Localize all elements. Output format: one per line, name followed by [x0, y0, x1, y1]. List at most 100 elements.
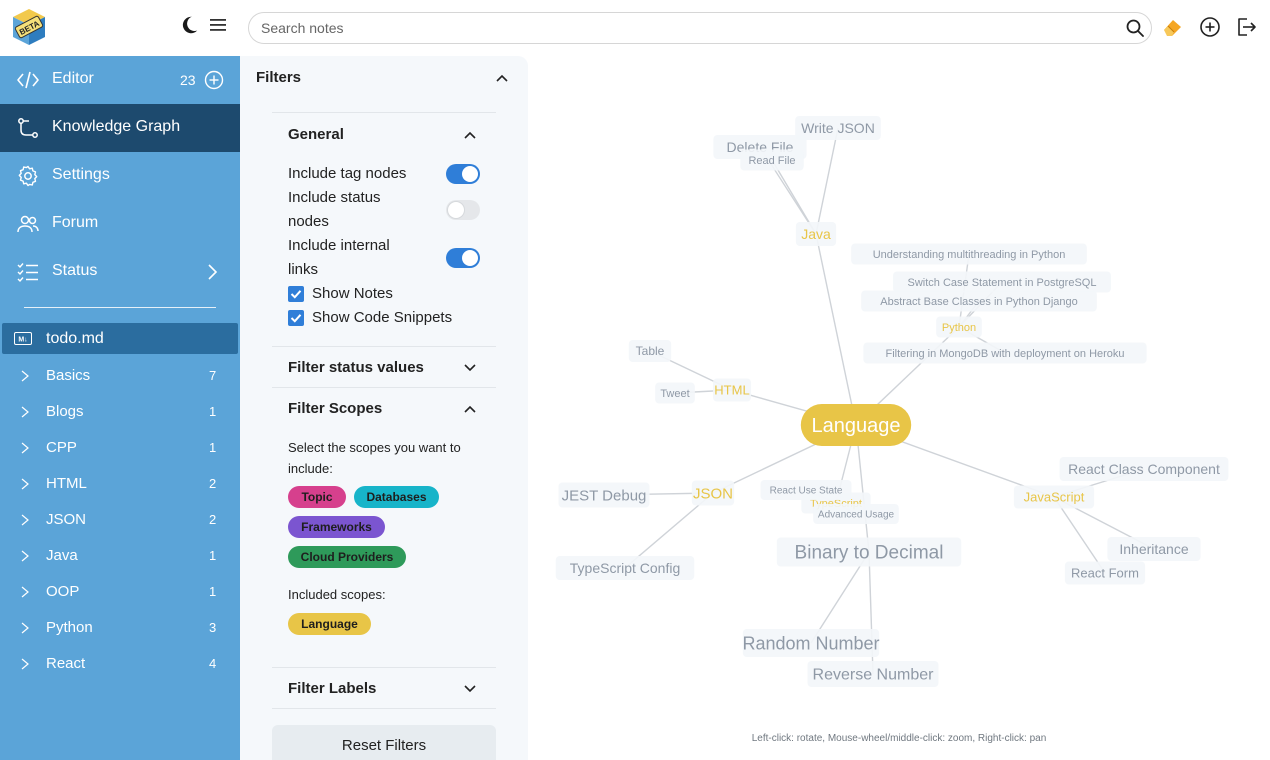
chevron-up-icon[interactable]: [495, 71, 509, 85]
graph-node[interactable]: Understanding multithreading in Python: [851, 243, 1087, 265]
graph-node[interactable]: React Form: [1064, 561, 1146, 585]
section-divider: [272, 708, 496, 709]
graph-node[interactable]: React Use State: [760, 480, 852, 500]
include-tag-nodes-toggle[interactable]: [446, 164, 480, 184]
graph-node-label: JEST Debug: [562, 487, 647, 504]
graph-node[interactable]: TypeScript Config: [555, 556, 695, 580]
moon-icon[interactable]: [178, 14, 200, 36]
scope-pill-frameworks[interactable]: Frameworks: [288, 516, 385, 538]
graph-node-bg: [795, 222, 837, 246]
eraser-icon[interactable]: [1160, 15, 1184, 39]
graph-node[interactable]: Tweet: [655, 382, 695, 404]
folder-label: Java: [46, 547, 78, 564]
folder-item-basics[interactable]: Basics 7: [0, 358, 240, 394]
folder-item-python[interactable]: Python 3: [0, 610, 240, 646]
show-notes-checkbox[interactable]: [288, 286, 304, 302]
graph-node-bg: [807, 661, 939, 687]
show-code-snippets-checkbox[interactable]: [288, 310, 304, 326]
graph-node-bg: [936, 316, 982, 338]
sidebar-item-status[interactable]: Status: [0, 248, 240, 296]
app-logo[interactable]: BETA: [10, 7, 48, 47]
graph-node[interactable]: Advanced Usage: [813, 504, 899, 524]
folder-item-json[interactable]: JSON 2: [0, 502, 240, 538]
graph-node[interactable]: React Class Component: [1059, 457, 1229, 481]
add-circle-icon[interactable]: [1198, 15, 1222, 39]
search-icon[interactable]: [1125, 18, 1145, 38]
graph-node[interactable]: Table: [628, 340, 672, 362]
include-internal-links-label: Include internal: [288, 237, 390, 254]
folder-item-html[interactable]: HTML 2: [0, 466, 240, 502]
general-section-title[interactable]: General: [288, 126, 344, 143]
chevron-right-icon[interactable]: [206, 263, 220, 281]
graph-node-bg: [655, 382, 695, 404]
filter-status-values-title[interactable]: Filter status values: [288, 359, 424, 376]
include-internal-links-toggle[interactable]: [446, 248, 480, 268]
filter-scopes-title[interactable]: Filter Scopes: [288, 400, 383, 417]
file-item-todo[interactable]: M↓ todo.md: [2, 323, 238, 354]
scope-pill-databases[interactable]: Databases: [354, 486, 439, 508]
graph-node-label: HTML: [714, 383, 749, 398]
folder-item-blogs[interactable]: Blogs 1: [0, 394, 240, 430]
graph-node-label: Python: [942, 322, 976, 334]
chevron-right-icon: [21, 514, 29, 526]
include-tag-nodes-label: Include tag nodes: [288, 165, 407, 182]
sidebar-item-knowledge-graph[interactable]: Knowledge Graph: [0, 104, 240, 152]
graph-node[interactable]: Reverse Number: [807, 661, 939, 687]
folder-item-oop[interactable]: OOP 1: [0, 574, 240, 610]
folder-label: Python: [46, 619, 93, 636]
graph-node[interactable]: Inheritance: [1107, 537, 1201, 561]
graph-node[interactable]: Read File: [740, 149, 804, 171]
chevron-up-icon[interactable]: [463, 128, 477, 142]
chevron-down-icon[interactable]: [463, 361, 477, 375]
included-scope-pill-language[interactable]: Language: [288, 613, 371, 635]
code-icon: [17, 71, 39, 89]
graph-node-bg: [558, 482, 650, 508]
graph-icon: [18, 118, 38, 138]
sidebar-item-settings[interactable]: Settings: [0, 152, 240, 200]
graph-node-label: Binary to Decimal: [795, 543, 944, 564]
graph-node[interactable]: Switch Case Statement in PostgreSQL: [893, 271, 1111, 293]
reset-filters-button[interactable]: Reset Filters: [272, 725, 496, 760]
graph-node-label: React Form: [1071, 566, 1139, 581]
graph-node[interactable]: Python: [936, 316, 982, 338]
sidebar-item-editor[interactable]: Editor 23: [0, 56, 240, 104]
folder-count: 2: [209, 512, 217, 527]
logout-icon[interactable]: [1234, 15, 1258, 39]
graph-node[interactable]: Java: [795, 222, 837, 246]
include-internal-links-label-2: links: [288, 261, 319, 278]
include-status-nodes-toggle[interactable]: [446, 200, 480, 220]
filters-title: Filters: [256, 69, 302, 86]
scope-pill-topic[interactable]: Topic: [288, 486, 346, 508]
add-note-icon[interactable]: [204, 70, 224, 90]
graph-node[interactable]: Abstract Base Classes in Python Django: [861, 290, 1097, 312]
folder-item-react[interactable]: React 4: [0, 646, 240, 682]
chevron-up-icon[interactable]: [463, 402, 477, 416]
filter-labels-title[interactable]: Filter Labels: [288, 680, 377, 697]
chevron-right-icon: [21, 658, 29, 670]
graph-node[interactable]: Random Number: [742, 629, 880, 657]
graph-node[interactable]: Language: [800, 404, 912, 446]
graph-node[interactable]: JavaScript: [1013, 485, 1095, 509]
graph-node-bg: [712, 378, 752, 402]
toggle-knob: [462, 250, 478, 266]
graph-node[interactable]: Binary to Decimal: [776, 537, 962, 567]
graph-node-label: Abstract Base Classes in Python Django: [880, 296, 1078, 308]
scope-pill-cloud-providers[interactable]: Cloud Providers: [288, 546, 406, 568]
search-input[interactable]: [261, 13, 1111, 43]
graph-node[interactable]: JSON: [691, 480, 735, 506]
hamburger-menu-icon[interactable]: [209, 16, 227, 34]
folder-item-cpp[interactable]: CPP 1: [0, 430, 240, 466]
folder-item-java[interactable]: Java 1: [0, 538, 240, 574]
graph-node[interactable]: JEST Debug: [558, 482, 650, 508]
graph-node[interactable]: Write JSON: [795, 116, 881, 140]
graph-edge: [771, 159, 817, 235]
section-divider: [272, 346, 496, 347]
graph-node-bg: [740, 149, 804, 171]
chevron-down-icon[interactable]: [463, 682, 477, 696]
graph-node[interactable]: HTML: [712, 378, 752, 402]
graph-node[interactable]: Filtering in MongoDB with deployment on …: [863, 342, 1147, 364]
sidebar-item-forum[interactable]: Forum: [0, 200, 240, 248]
